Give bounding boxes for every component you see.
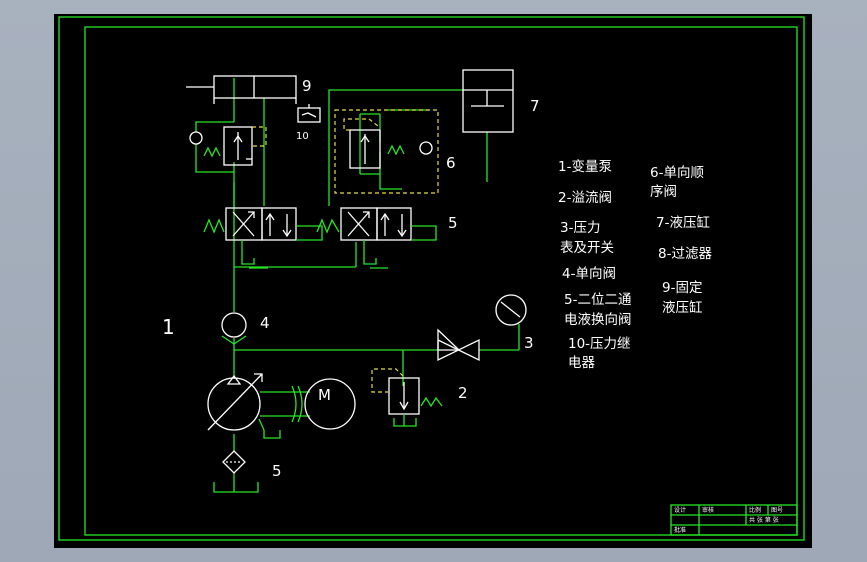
component-number: 10 bbox=[296, 131, 309, 142]
component-number: 4 bbox=[260, 314, 270, 332]
fixed-cylinder-9[interactable] bbox=[186, 75, 297, 104]
component-number: 3 bbox=[524, 334, 534, 352]
legend-item: 4-单向阀 bbox=[562, 266, 616, 282]
legend-item: 9-固定 bbox=[662, 280, 702, 296]
component-number: 9 bbox=[302, 77, 312, 95]
legend-item: 7-液压缸 bbox=[656, 214, 710, 231]
title-block: 设计 审核 比例 图号 批准 共 张 第 张 bbox=[670, 504, 798, 536]
legend: 1-变量泵 2-溢流阀 3-压力 表及开关 4-单向阀 5-二位二通 电液换向阀… bbox=[558, 159, 712, 371]
title-block-cell: 图号 bbox=[771, 507, 783, 514]
drawing-sheet: 设计 审核 比例 图号 批准 共 张 第 张 bbox=[54, 14, 812, 548]
legend-item: 表及开关 bbox=[560, 240, 614, 256]
hydraulic-cylinder-7[interactable] bbox=[462, 69, 514, 133]
motor-label: M bbox=[318, 386, 331, 404]
variable-pump-1[interactable] bbox=[207, 373, 310, 439]
legend-item: 6-单向顺 bbox=[650, 165, 704, 181]
title-block-cell: 共 张 第 张 bbox=[749, 516, 779, 524]
pipelines bbox=[195, 78, 520, 493]
legend-item: 电液换向阀 bbox=[564, 312, 632, 328]
electric-motor[interactable]: M bbox=[304, 378, 356, 430]
title-block-cell: 批准 bbox=[674, 526, 686, 534]
hydraulic-schematic: 设计 审核 比例 图号 批准 共 张 第 张 bbox=[58, 16, 805, 541]
check-valve-9-icon bbox=[189, 131, 203, 145]
component-number: 6 bbox=[446, 154, 456, 172]
sequence-valve-6[interactable] bbox=[334, 109, 439, 194]
pressure-relay-10[interactable] bbox=[297, 104, 321, 123]
system-number: 1 bbox=[162, 315, 175, 339]
directional-valve-left[interactable] bbox=[203, 207, 323, 269]
sequence-valve-9[interactable] bbox=[203, 126, 267, 166]
check-valve-4[interactable] bbox=[221, 312, 247, 345]
title-block-cell: 审核 bbox=[702, 506, 714, 514]
component-number: 2 bbox=[458, 384, 468, 402]
legend-item: 8-过滤器 bbox=[658, 246, 712, 262]
outer-frame bbox=[58, 16, 805, 541]
component-number: 7 bbox=[530, 97, 540, 115]
title-block-cell: 设计 bbox=[674, 506, 686, 514]
directional-valve-5[interactable] bbox=[316, 207, 437, 269]
filter-8[interactable] bbox=[222, 450, 246, 474]
legend-item: 10-压力继 bbox=[568, 336, 631, 352]
legend-item: 2-溢流阀 bbox=[558, 190, 612, 206]
relief-valve-2[interactable] bbox=[371, 368, 443, 427]
legend-item: 1-变量泵 bbox=[558, 159, 612, 175]
title-block-cell: 比例 bbox=[749, 506, 761, 514]
legend-item: 序阀 bbox=[650, 184, 677, 200]
component-number: 5 bbox=[272, 462, 282, 480]
legend-item: 3-压力 bbox=[560, 220, 600, 236]
legend-item: 电器 bbox=[568, 355, 596, 371]
legend-item: 5-二位二通 bbox=[564, 292, 632, 308]
legend-item: 液压缸 bbox=[662, 299, 703, 316]
pressure-gauge-3[interactable] bbox=[437, 294, 527, 362]
component-number: 5 bbox=[448, 214, 458, 232]
inner-frame bbox=[84, 26, 798, 536]
